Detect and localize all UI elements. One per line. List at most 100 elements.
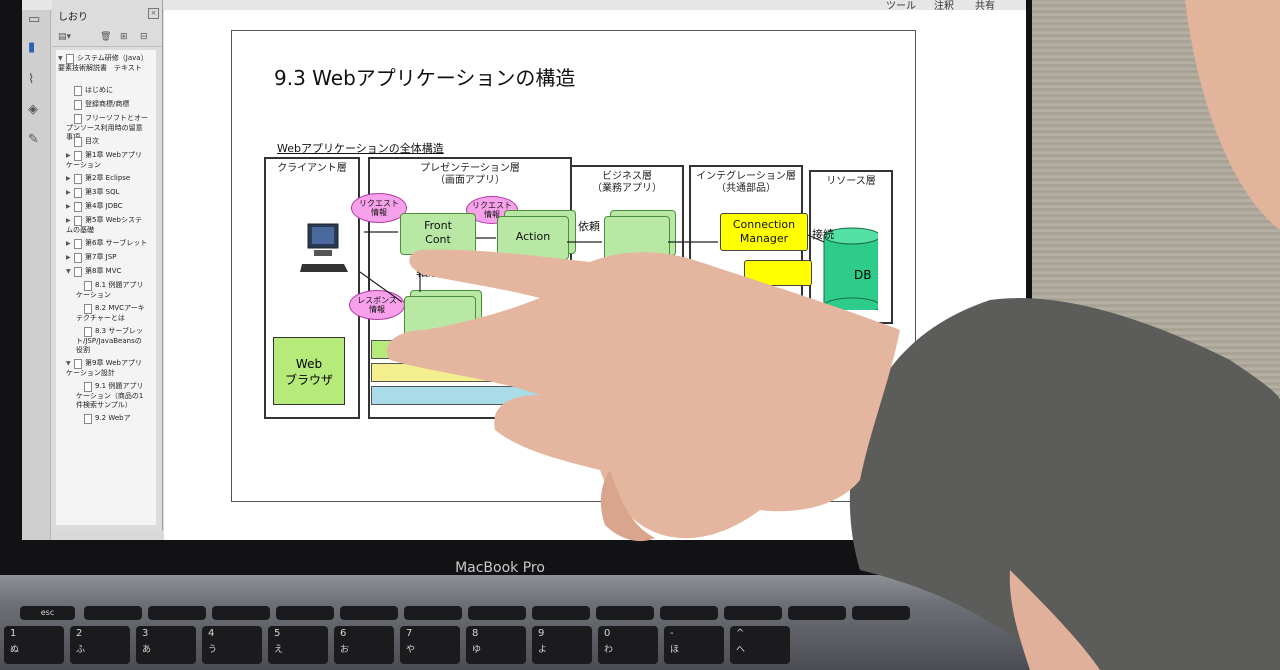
function-key[interactable] — [596, 606, 654, 620]
brand-label: MacBook Pro — [455, 560, 545, 576]
bookmark-label: 9.1 例題アプリケーション（商品の1件検索サンプル） — [76, 382, 144, 409]
diagram-arrows — [359, 231, 825, 303]
bookmark-item[interactable]: 8.2 MVCアーキテクチャーとは — [76, 304, 148, 323]
function-key[interactable] — [660, 606, 718, 620]
chevron-down-icon[interactable]: ▼ — [66, 268, 71, 275]
document-icon — [74, 253, 82, 263]
pages-icon[interactable]: ▭ — [28, 12, 41, 27]
chevron-down-icon[interactable]: ▼ — [66, 360, 71, 367]
function-key[interactable] — [340, 606, 398, 620]
bookmark-item[interactable]: ▼第9章 Webアプリケーション設計 — [66, 359, 148, 378]
bookmark-item[interactable]: ▶ 第4章 JDBC — [66, 202, 148, 212]
bookmark-item[interactable]: 8.3 サーブレット/JSP/JavaBeansの役割 — [76, 327, 148, 355]
document-icon — [84, 304, 92, 314]
chevron-right-icon[interactable]: ▶ — [66, 203, 71, 210]
new-bookmark-icon[interactable]: ⊞ — [120, 32, 128, 42]
key-kana: ぬ — [10, 645, 20, 655]
bookmarks-toolbar: ▤▾ 🗑 ⊞ ⊟ — [52, 30, 162, 47]
laptop-screen: ツール 注釈 共有 ▭ ▮ ⌇ ◈ ✎ しおり × ▤▾ 🗑 ⊞ ⊟ ▼システム… — [22, 0, 1026, 540]
bookmark-item[interactable]: ▶第3章 SQL — [66, 188, 148, 198]
bookmark-item[interactable]: はじめに — [66, 86, 148, 96]
esc-key[interactable]: esc — [20, 606, 75, 620]
bookmark-item[interactable]: 目次 — [66, 137, 148, 147]
key-kana: う — [208, 645, 218, 655]
bookmark-item[interactable]: ▼第8章 MVC — [66, 267, 148, 277]
key-label: 5 — [274, 628, 281, 639]
chevron-right-icon[interactable]: ▶ — [66, 254, 71, 261]
bookmark-item[interactable]: 8.1 例題アプリケーション — [76, 281, 148, 300]
number-key[interactable]: ^へ — [730, 626, 790, 664]
document-icon — [74, 114, 82, 124]
bookmark-label: 第2章 Eclipse — [85, 174, 131, 182]
document-icon — [74, 151, 82, 161]
function-key[interactable] — [788, 606, 846, 620]
bookmark-item[interactable]: フリーソフトとオープンソース利用時の留意事項 — [66, 114, 148, 142]
chevron-down-icon[interactable]: ▼ — [58, 55, 63, 62]
bookmark-item[interactable]: 9.2 Webア — [76, 414, 148, 424]
document-icon — [74, 188, 82, 198]
document-icon — [84, 414, 92, 424]
key-kana: え — [274, 645, 284, 655]
expand-icon[interactable]: ⊟ — [140, 32, 148, 42]
function-key[interactable] — [404, 606, 462, 620]
key-kana: よ — [538, 645, 548, 655]
bookmark-item[interactable]: ▶第1章 Webアプリケーション — [66, 151, 148, 170]
attachment-icon[interactable]: ⌇ — [28, 72, 35, 87]
laptop-bezel: ツール 注釈 共有 ▭ ▮ ⌇ ◈ ✎ しおり × ▤▾ 🗑 ⊞ ⊟ ▼システム… — [0, 0, 1032, 576]
os-band — [371, 386, 673, 405]
bookmark-item[interactable]: ▶ 第7章 JSP — [66, 253, 148, 263]
key-label: 7 — [406, 628, 413, 639]
bookmark-item[interactable]: 9.1 例題アプリケーション（商品の1件検索サンプル） — [76, 382, 148, 410]
function-key[interactable] — [532, 606, 590, 620]
key-label: ^ — [736, 628, 745, 639]
bookmark-item[interactable]: ▶ 第2章 Eclipse — [66, 174, 148, 184]
number-key[interactable]: -ほ — [664, 626, 724, 664]
options-icon[interactable]: ▤▾ — [58, 32, 72, 42]
bookmark-label: はじめに — [85, 86, 113, 94]
bookmark-label: 第7章 JSP — [85, 253, 117, 261]
tool-menu-annotate[interactable]: 注釈 — [934, 1, 954, 12]
bookmark-item[interactable]: ▼システム研修（Java）要素技術解説書 テキスト — [58, 54, 148, 73]
chevron-right-icon[interactable]: ▶ — [66, 152, 71, 159]
box-text: Cont — [425, 233, 451, 246]
bookmark-item[interactable]: ▶第5章 Webシステムの基礎 — [66, 216, 148, 235]
bookmarks-list: ▼システム研修（Java）要素技術解説書 テキストはじめに登録商標/商標フリーソ… — [56, 50, 156, 525]
bookmark-icon[interactable]: ▮ — [28, 40, 36, 55]
delete-icon[interactable]: 🗑 — [100, 32, 112, 42]
function-key[interactable] — [276, 606, 334, 620]
chevron-right-icon[interactable]: ▶ — [66, 189, 71, 196]
function-key[interactable] — [84, 606, 142, 620]
function-key[interactable] — [148, 606, 206, 620]
connect-label: 接続 — [812, 228, 834, 241]
function-key[interactable] — [852, 606, 910, 620]
function-key[interactable] — [724, 606, 782, 620]
chevron-right-icon[interactable]: ▶ — [66, 217, 71, 224]
tool-menu-tools[interactable]: ツール — [886, 1, 916, 12]
chevron-right-icon[interactable]: ▶ — [66, 175, 71, 182]
signature-icon[interactable]: ✎ — [28, 132, 39, 147]
document-page: 9.3 Webアプリケーションの構造 Webアプリケーションの全体構造 クライア… — [164, 10, 1026, 540]
bookmark-item[interactable]: 登録商標/商標 — [66, 100, 148, 110]
function-key[interactable] — [468, 606, 526, 620]
bookmark-label: 第4章 JDBC — [85, 202, 123, 210]
bookmark-label: 目次 — [85, 137, 99, 145]
box-text: ブラウザ — [284, 373, 333, 387]
layers-icon[interactable]: ◈ — [28, 102, 38, 117]
chevron-right-icon[interactable]: ▶ — [66, 240, 71, 247]
background-wall — [1030, 0, 1280, 670]
bookmark-item[interactable]: ▶第6章 サーブレット — [66, 239, 148, 249]
web-container-band: Webコンテナ — [371, 340, 673, 359]
tool-menu-share[interactable]: 共有 — [975, 1, 995, 12]
function-key[interactable] — [212, 606, 270, 620]
close-icon[interactable]: × — [148, 8, 159, 19]
